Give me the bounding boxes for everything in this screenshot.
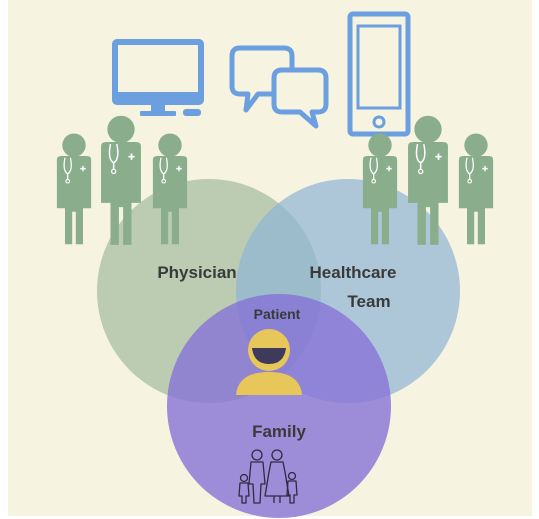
chat-bubbles-icon [229, 45, 329, 129]
patient-icon [236, 329, 302, 395]
family-label: Family [252, 422, 306, 441]
patient-label: Patient [254, 306, 301, 322]
monitor-icon [112, 39, 204, 116]
family-icon [238, 449, 298, 504]
healthcare-team-label-line2: Team [347, 292, 390, 311]
family-circle [167, 294, 391, 518]
physician-label: Physician [157, 263, 236, 282]
healthcare-team-label-line1: Healthcare [310, 263, 397, 282]
